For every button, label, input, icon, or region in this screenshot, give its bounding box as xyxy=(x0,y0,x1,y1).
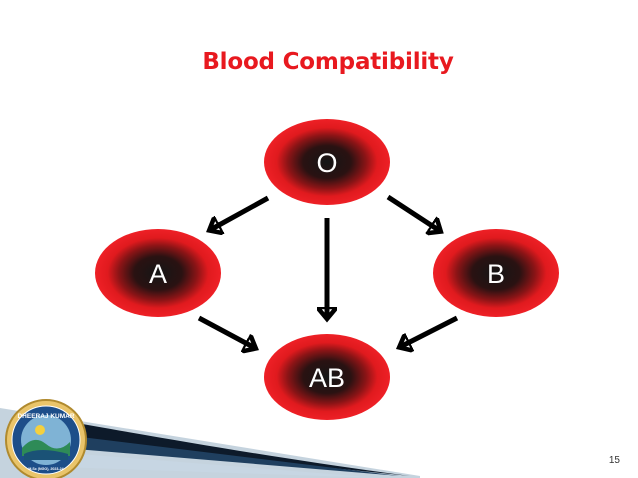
node-ab-label: AB xyxy=(309,363,345,393)
arrow-b-to-ab xyxy=(400,315,459,347)
decorative-swoosh xyxy=(0,408,420,478)
node-a-shape xyxy=(95,229,221,317)
page-number: 15 xyxy=(608,455,620,466)
node-o: O xyxy=(264,119,390,205)
logo-bottom-text: M.Sc (NGO), 2023-24 xyxy=(28,467,63,471)
slide-title: Blood Compatibility xyxy=(202,49,454,75)
arrow-o-to-b xyxy=(386,194,440,231)
node-ab: AB xyxy=(264,334,390,420)
logo-name-text: DHEERAJ KUMAR xyxy=(17,413,74,420)
node-o-shape xyxy=(264,119,390,205)
node-a-label: A xyxy=(149,259,167,289)
node-b-shape xyxy=(433,229,559,317)
node-ab-shape xyxy=(264,334,390,420)
arrow-o-to-a xyxy=(210,195,270,230)
node-b-label: B xyxy=(487,259,505,289)
edges xyxy=(197,194,459,348)
node-b: B xyxy=(433,229,559,317)
node-a: A xyxy=(95,229,221,317)
arrow-a-to-ab xyxy=(197,315,255,348)
node-o-label: O xyxy=(316,148,337,178)
logo-seal: DHEERAJ KUMAR M.Sc (NGO), 2023-24 xyxy=(5,399,87,478)
